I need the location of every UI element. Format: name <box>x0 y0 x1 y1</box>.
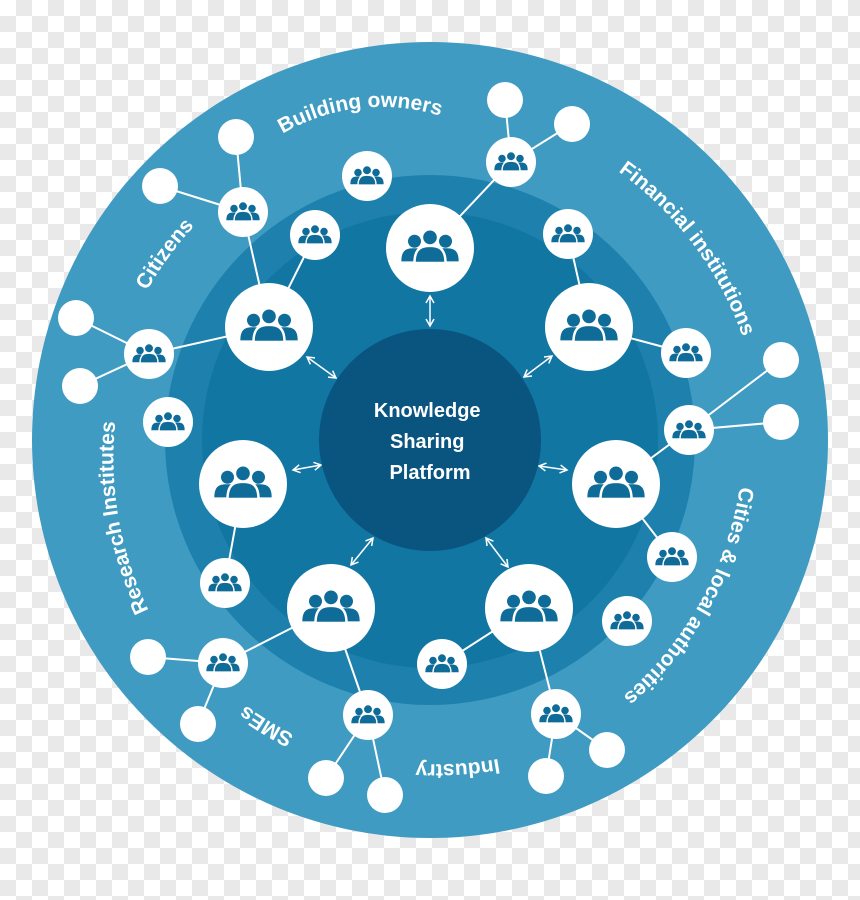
member-node <box>290 210 340 260</box>
leaf-node <box>180 706 216 742</box>
member-node <box>200 558 250 608</box>
double-arrow-icon <box>522 355 554 378</box>
leaf-node-circle <box>367 777 403 813</box>
leaf-node-circle <box>487 82 523 118</box>
leaf-node <box>142 168 178 204</box>
leaf-node <box>62 368 98 404</box>
leaf-node-circle <box>763 404 799 440</box>
leaf-node-circle <box>180 706 216 742</box>
member-node <box>602 596 652 646</box>
leaf-node-circle <box>130 639 166 675</box>
leaf-node-circle <box>58 300 94 336</box>
leaf-node <box>58 300 94 336</box>
hub-node <box>386 204 474 292</box>
leaf-node-circle <box>308 760 344 796</box>
leaf-node-circle <box>62 368 98 404</box>
double-arrow-icon <box>305 356 338 379</box>
leaf-node <box>554 106 590 142</box>
center-hub <box>319 329 541 551</box>
leaf-node-circle <box>554 106 590 142</box>
member-node <box>417 639 467 689</box>
member-node <box>124 329 174 379</box>
leaf-node <box>589 732 625 768</box>
center-label: Knowledge Sharing Platform <box>374 400 486 484</box>
member-node <box>486 137 536 187</box>
member-node <box>198 638 248 688</box>
double-arrow-icon <box>291 461 323 474</box>
member-node <box>661 328 711 378</box>
center-label-line-1: Knowledge <box>374 400 481 422</box>
leaf-node <box>763 404 799 440</box>
member-node <box>343 690 393 740</box>
hub-node <box>572 440 660 528</box>
leaf-node-circle <box>528 758 564 794</box>
leaf-node <box>130 639 166 675</box>
leaf-node-circle <box>218 119 254 155</box>
member-node <box>647 532 697 582</box>
hub-node <box>545 283 633 371</box>
stakeholder-nodes <box>58 82 799 813</box>
hub-node <box>485 564 573 652</box>
leaf-node-circle <box>763 342 799 378</box>
member-node <box>531 689 581 739</box>
leaf-node <box>528 758 564 794</box>
hub-node <box>287 564 375 652</box>
member-node <box>543 209 593 259</box>
member-node <box>664 405 714 455</box>
member-node <box>143 397 193 447</box>
member-node <box>342 151 392 201</box>
leaf-node <box>218 119 254 155</box>
leaf-node-circle <box>589 732 625 768</box>
member-node <box>218 187 268 237</box>
double-arrow-icon <box>350 536 374 567</box>
hub-node <box>199 440 287 528</box>
double-arrow-icon <box>537 462 569 474</box>
leaf-node <box>763 342 799 378</box>
leaf-node <box>487 82 523 118</box>
bidirectional-arrows <box>291 294 569 569</box>
center-label-line-2: Sharing <box>390 431 464 453</box>
center-label-line-3: Platform <box>389 462 470 484</box>
double-arrow-icon <box>485 536 509 569</box>
leaf-node-circle <box>142 168 178 204</box>
leaf-node <box>367 777 403 813</box>
leaf-node <box>308 760 344 796</box>
hub-node <box>225 283 313 371</box>
